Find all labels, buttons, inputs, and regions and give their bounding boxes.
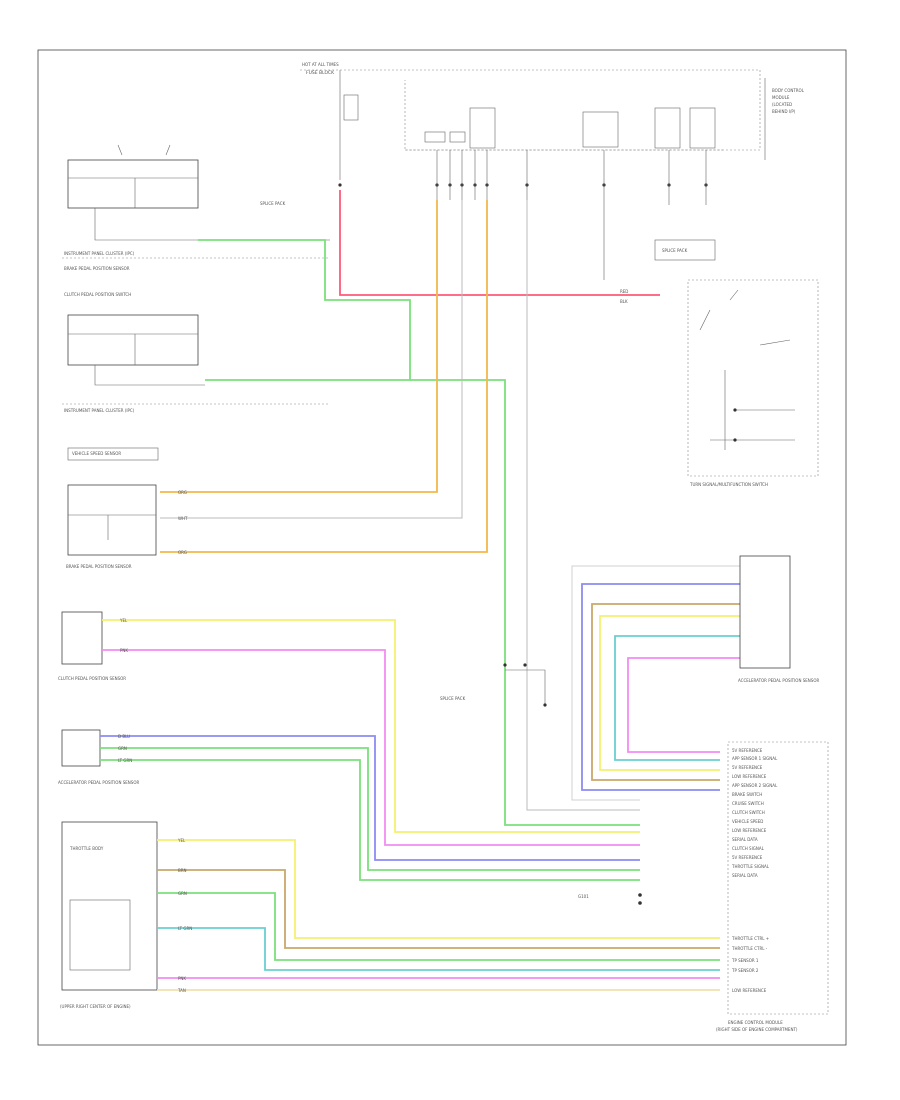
middle-splice-label: SPLICE PACK xyxy=(440,696,466,701)
svg-text:TP SENSOR 2: TP SENSOR 2 xyxy=(731,968,759,973)
middle-switch-box xyxy=(67,314,199,366)
svg-text:LOW REFERENCE: LOW REFERENCE xyxy=(732,988,767,993)
wire-tan-right xyxy=(571,565,740,801)
svg-text:SERIAL DATA: SERIAL DATA xyxy=(732,873,758,878)
svg-text:WHT: WHT xyxy=(178,516,188,521)
svg-text:BRN: BRN xyxy=(178,868,187,873)
wire-orange-2 xyxy=(160,200,488,553)
svg-text:TP SENSOR 1: TP SENSOR 1 xyxy=(731,958,759,963)
bcm-connector-pins xyxy=(338,183,708,187)
svg-text:PNK: PNK xyxy=(120,648,128,653)
accel-sensor-label: ACCELERATOR PEDAL POSITION SENSOR xyxy=(58,780,139,785)
ecm-sub: (RIGHT SIDE OF ENGINE COMPARTMENT) xyxy=(716,1027,798,1032)
throttle-body-box xyxy=(61,821,158,991)
accel-pedal-box xyxy=(739,555,791,669)
wire-blue xyxy=(100,735,640,861)
bcm-note: BODY CONTROL MODULE (LOCATED BEHIND I/P) xyxy=(772,88,805,114)
ecm-pin-list-lower: THROTTLE CTRL + THROTTLE CTRL - TP SENSO… xyxy=(731,936,769,993)
svg-text:5V REFERENCE: 5V REFERENCE xyxy=(732,765,763,770)
svg-text:TAN: TAN xyxy=(177,988,186,993)
wire-green-vertical xyxy=(410,379,640,826)
svg-text:ORG: ORG xyxy=(178,490,187,495)
svg-text:BODY CONTROL: BODY CONTROL xyxy=(772,88,805,93)
svg-text:PNK: PNK xyxy=(178,976,186,981)
svg-text:SERIAL DATA: SERIAL DATA xyxy=(732,837,758,842)
svg-text:LOW REFERENCE: LOW REFERENCE xyxy=(732,828,767,833)
svg-text:APP SENSOR 2 SIGNAL: APP SENSOR 2 SIGNAL xyxy=(732,783,778,788)
pedal-sensor-box xyxy=(61,729,101,767)
svg-text:GRN: GRN xyxy=(118,746,127,751)
turn-switch-label: TURN SIGNAL/MULTIFUNCTION SWITCH xyxy=(689,482,768,487)
svg-text:YEL: YEL xyxy=(177,838,186,843)
svg-text:LOW REFERENCE: LOW REFERENCE xyxy=(732,774,767,779)
svg-text:CLUTCH SWITCH: CLUTCH SWITCH xyxy=(732,810,765,815)
wire-green-lower xyxy=(100,747,640,871)
wire-white xyxy=(160,200,463,519)
top-label-2: FUSE BLOCK xyxy=(306,70,335,76)
svg-text:MODULE: MODULE xyxy=(772,95,790,100)
top-label-1: HOT AT ALL TIMES xyxy=(302,62,339,67)
svg-text:THROTTLE CTRL -: THROTTLE CTRL - xyxy=(731,946,768,951)
wire-green-top xyxy=(198,239,411,381)
svg-text:CRUISE SWITCH: CRUISE SWITCH xyxy=(732,801,764,806)
wire-yellow-throttle xyxy=(157,839,720,939)
turn-switch-box xyxy=(687,279,819,477)
svg-text:RED: RED xyxy=(620,289,628,294)
bcm-internal-labels xyxy=(424,107,716,149)
svg-text:5V REFERENCE: 5V REFERENCE xyxy=(732,748,763,753)
svg-text:YEL: YEL xyxy=(119,618,128,623)
ip-cluster-label-mid: INSTRUMENT PANEL CLUSTER (IPC) xyxy=(64,408,135,413)
wire-orange-1 xyxy=(160,200,438,493)
svg-text:BLK: BLK xyxy=(620,299,628,304)
splice-label-top: SPLICE PACK xyxy=(662,248,688,253)
svg-text:5V REFERENCE: 5V REFERENCE xyxy=(732,855,763,860)
top-switch-connector: SPLICE PACK xyxy=(260,201,286,206)
wire-yellow xyxy=(102,619,640,833)
accel-pedal-label: ACCELERATOR PEDAL POSITION SENSOR xyxy=(738,678,819,683)
svg-text:VEHICLE SPEED: VEHICLE SPEED xyxy=(732,819,763,824)
wire-blue-right xyxy=(581,583,740,791)
brake-sensor-label: BRAKE PEDAL POSITION SENSOR xyxy=(66,564,132,569)
ecm-label: ENGINE CONTROL MODULE xyxy=(728,1020,783,1025)
vehicle-speed-label: VEHICLE SPEED SENSOR xyxy=(72,451,121,456)
svg-text:GRN: GRN xyxy=(178,891,187,896)
svg-text:LT GRN: LT GRN xyxy=(178,926,192,931)
svg-text:THROTTLE CTRL +: THROTTLE CTRL + xyxy=(731,936,769,941)
throttle-sub: (UPPER RIGHT CENTER OF ENGINE) xyxy=(60,1004,131,1009)
svg-text:LT GRN: LT GRN xyxy=(118,758,132,763)
svg-text:BRAKE SWITCH: BRAKE SWITCH xyxy=(732,792,762,797)
svg-text:ORG: ORG xyxy=(178,550,187,555)
brake-sensor-box xyxy=(67,484,157,556)
ecm-pin-list: 5V REFERENCE APP SENSOR 1 SIGNAL 5V REFE… xyxy=(731,748,778,878)
wire-pink-right xyxy=(627,657,740,753)
clutch-switch-title: CLUTCH PEDAL POSITION SWITCH xyxy=(64,292,131,297)
throttle-label: THROTTLE BODY xyxy=(69,846,104,851)
svg-text:APP SENSOR 1 SIGNAL: APP SENSOR 1 SIGNAL xyxy=(732,756,778,761)
svg-text:(LOCATED: (LOCATED xyxy=(772,102,792,107)
ground-label: G101 xyxy=(578,894,589,899)
ecm-box xyxy=(727,741,829,1015)
svg-text:CLUTCH SIGNAL: CLUTCH SIGNAL xyxy=(732,846,765,851)
clutch-sensor-box xyxy=(61,611,103,665)
fuse-symbol xyxy=(343,94,359,121)
svg-text:THROTTLE SIGNAL: THROTTLE SIGNAL xyxy=(731,864,770,869)
svg-text:BEHIND I/P): BEHIND I/P) xyxy=(772,109,796,114)
brake-switch-title: BRAKE PEDAL POSITION SENSOR xyxy=(64,266,130,271)
wire-pink xyxy=(102,649,640,846)
top-switch-box xyxy=(67,159,199,209)
wire-red xyxy=(339,190,660,296)
wire-tags: ORG WHT ORG YEL PNK D BLU GRN LT GRN YEL… xyxy=(118,289,628,993)
svg-text:D BLU: D BLU xyxy=(118,734,130,739)
diagram-frame xyxy=(37,49,847,1046)
ip-cluster-label-top: INSTRUMENT PANEL CLUSTER (IPC) xyxy=(64,251,135,256)
clutch-sensor-label: CLUTCH PEDAL POSITION SENSOR xyxy=(58,676,126,681)
